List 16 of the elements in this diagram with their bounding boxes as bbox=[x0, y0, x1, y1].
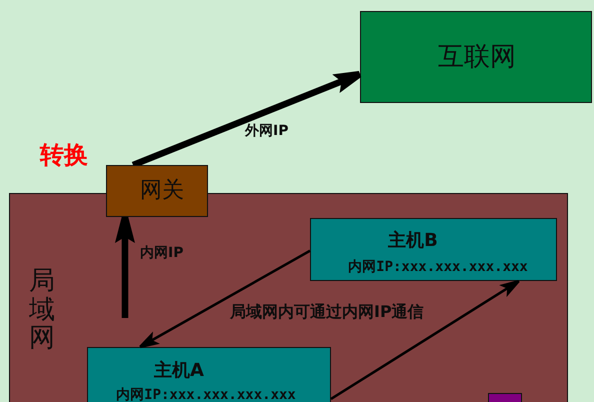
gateway-box bbox=[106, 165, 208, 217]
node-title: 互联网 bbox=[438, 44, 516, 70]
node-title: 网关 bbox=[140, 180, 184, 202]
ip-address-text: 内网IP:xxx.xxx.xxx.xxx bbox=[116, 388, 296, 402]
host-box bbox=[310, 218, 557, 281]
note-text: 局域网内可通过内网IP通信 bbox=[230, 304, 424, 320]
node-title: 主机B bbox=[388, 232, 438, 250]
host-box bbox=[87, 347, 331, 402]
vertical-label: 局域网 bbox=[29, 267, 55, 353]
network-box bbox=[360, 11, 592, 103]
edge-label: 内网IP bbox=[140, 246, 184, 260]
annotation-text: 转换 bbox=[40, 143, 88, 167]
ip-address-text: 内网IP:xxx.xxx.xxx.xxx bbox=[348, 260, 528, 274]
node-title: 主机A bbox=[154, 362, 204, 380]
edge-label: 外网IP bbox=[245, 124, 288, 138]
small-box bbox=[488, 393, 522, 402]
